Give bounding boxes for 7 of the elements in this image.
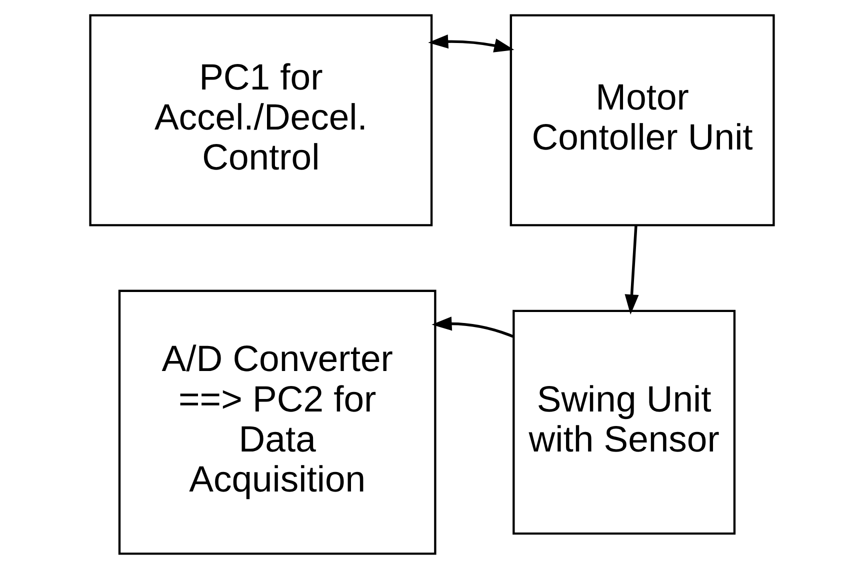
arrow	[624, 226, 639, 315]
node-box: Swing Unit with Sensor	[512, 310, 736, 535]
arrow	[428, 34, 514, 52]
arrow	[432, 316, 514, 338]
node-box: Motor Contoller Unit	[510, 14, 775, 226]
node-box: A/D Converter ==> PC2 for Data Acquisition	[118, 290, 436, 555]
node-box: PC1 for Accel./Decel. Control	[89, 14, 433, 226]
